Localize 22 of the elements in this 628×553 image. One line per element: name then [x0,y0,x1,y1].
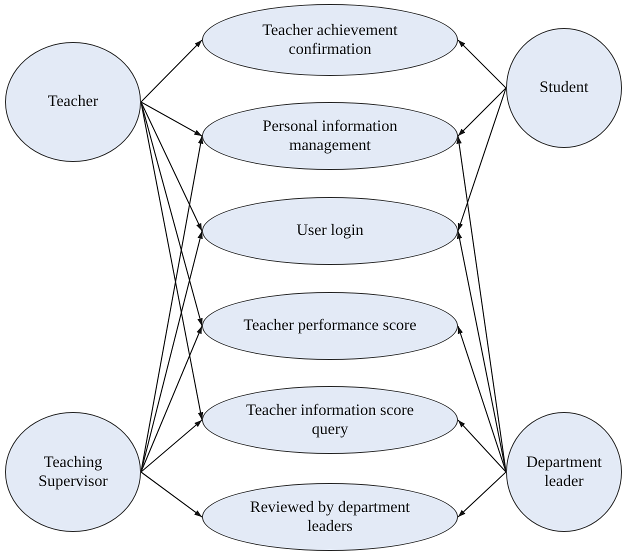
actor-name: Teaching Supervisor [37,452,109,492]
arrow [140,102,202,136]
arrow [458,420,506,472]
arrow [140,40,202,102]
arrow [140,326,202,472]
use-case-label: Teacher performance score [244,316,416,336]
arrow [458,472,506,518]
actor-name: Student [540,78,588,98]
use-case-label: User login [296,221,364,241]
arrow [457,326,507,472]
arrow [140,420,202,472]
arrow [458,88,506,136]
use-case-label: Reviewed by department leaders [249,498,411,536]
arrow [140,472,202,518]
arrow [140,102,202,232]
use-case-label: Teacher achievement confirmation [261,20,399,60]
arrow [457,88,507,232]
actor-name: Teacher [48,92,98,112]
use-case-label: Personal information management [262,116,398,156]
actor-name: Department leader [525,452,603,492]
arrow [458,40,506,88]
use-case-label: Teacher information score query [245,400,415,440]
